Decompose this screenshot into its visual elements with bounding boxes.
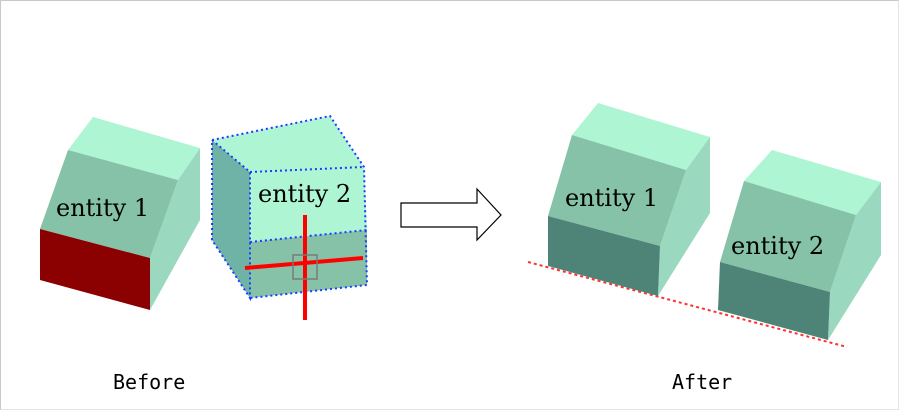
before-entity-1-front-upper xyxy=(40,150,178,258)
after-entity-2-front-lower xyxy=(718,262,830,340)
alignment-line xyxy=(527,261,848,348)
before-entity-2-block[interactable]: entity 2 xyxy=(211,114,369,320)
after-entity-1-front-upper xyxy=(548,135,686,246)
move-cross-marker[interactable] xyxy=(244,215,364,320)
after-entity-1-label: entity 1 xyxy=(565,184,658,212)
after-entity-1-side-face xyxy=(658,137,710,296)
pick-box-icon xyxy=(292,254,318,280)
before-entity-2-label: entity 2 xyxy=(258,180,351,208)
before-entity-1-block: entity 1 xyxy=(40,117,200,310)
before-entity-1-side-face xyxy=(150,148,200,310)
before-entity-1-top-face xyxy=(68,117,200,180)
before-entity-2-top-face xyxy=(212,116,364,172)
right-arrow-icon xyxy=(400,187,502,242)
selection-outline xyxy=(211,114,369,302)
after-entity-2-top-face xyxy=(744,150,881,215)
after-entity-2-label: entity 2 xyxy=(731,232,824,260)
after-entity-1-top-face xyxy=(572,103,710,170)
after-entity-2-block: entity 2 xyxy=(718,150,881,340)
before-entity-1-label: entity 1 xyxy=(56,194,149,222)
after-caption: After xyxy=(672,370,732,394)
after-entity-1-front-lower xyxy=(548,216,660,296)
before-entity-1-front-lower xyxy=(40,229,150,310)
after-entity-1-block: entity 1 xyxy=(548,103,710,296)
before-caption: Before xyxy=(113,370,185,394)
after-entity-2-front-upper xyxy=(720,181,856,292)
before-entity-2-front-upper xyxy=(250,167,367,242)
after-entity-2-side-face xyxy=(828,182,881,340)
before-entity-2-left-face xyxy=(212,140,250,298)
